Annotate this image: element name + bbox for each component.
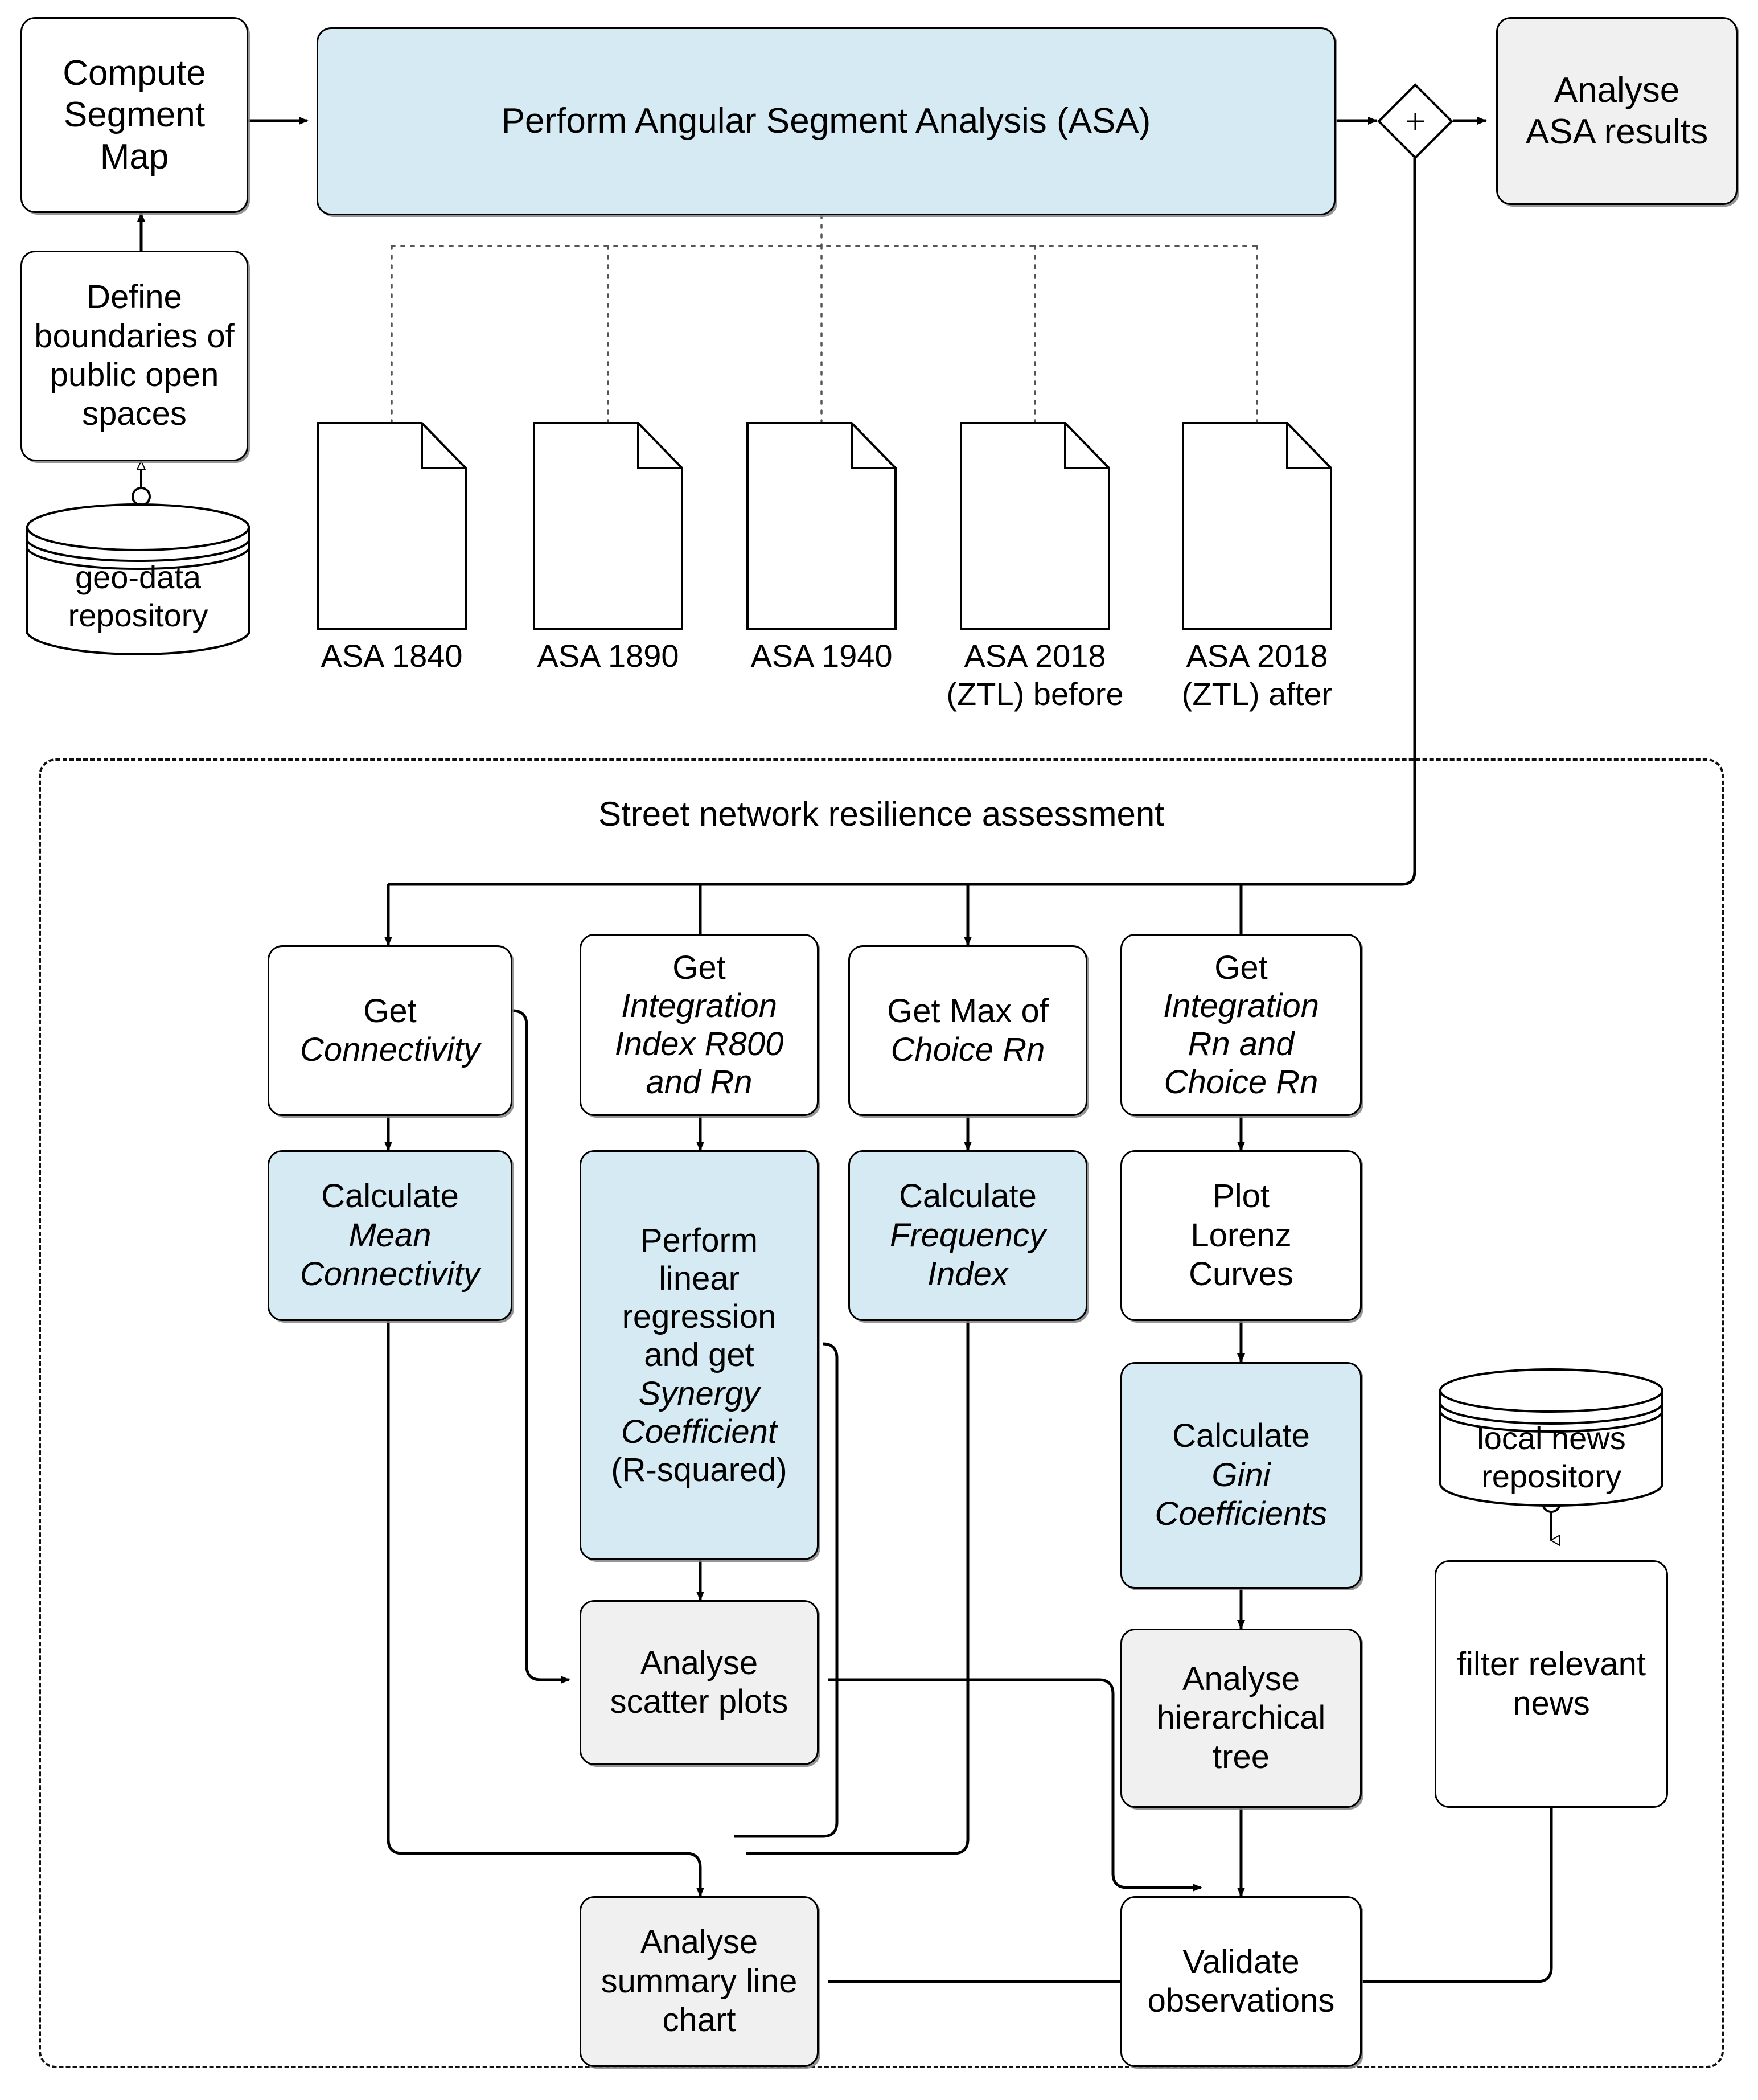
document-label-asa-2018-ztl-before: ASA 2018 (ZTL) before xyxy=(946,638,1124,712)
document-label-asa-2018-ztl-after: ASA 2018 (ZTL) after xyxy=(1181,638,1333,712)
node-calculate-gini-coefficients[interactable]: Calculate Gini Coefficients xyxy=(1120,1362,1362,1589)
node-label-line1: Get xyxy=(672,949,726,986)
node-label-line2: Integration Rn and Choice Rn xyxy=(1163,987,1320,1101)
node-label-line3: (R-squared) xyxy=(611,1451,787,1489)
document-icon xyxy=(746,422,897,630)
node-analyse-scatter-plots[interactable]: Analyse scatter plots xyxy=(580,1600,819,1765)
document-asa-1840[interactable] xyxy=(316,421,467,631)
node-get-connectivity[interactable]: Get Connectivity xyxy=(268,945,512,1116)
node-label-line2: Frequency Index xyxy=(889,1216,1046,1293)
cylinder-icon xyxy=(1439,1368,1663,1507)
node-analyse-hierarchical-tree[interactable]: Analyse hierarchical tree xyxy=(1120,1629,1362,1808)
node-perform-asa[interactable]: Perform Angular Segment Analysis (ASA) xyxy=(317,27,1336,215)
node-label-line1: Calculate xyxy=(899,1178,1037,1215)
node-label-line2: Choice Rn xyxy=(890,1031,1045,1068)
node-label: Analyse hierarchical tree xyxy=(1156,1660,1326,1775)
node-label-line2: Connectivity xyxy=(300,1031,480,1068)
node-label-line2: Integration Index R800 and Rn xyxy=(614,987,784,1101)
document-asa-1940[interactable] xyxy=(746,421,897,631)
node-label: filter relevant news xyxy=(1456,1646,1646,1722)
document-label-asa-1940: ASA 1940 xyxy=(750,638,893,674)
document-label-asa-1890: ASA 1890 xyxy=(537,638,679,674)
node-label: Define boundaries of public open spaces xyxy=(34,278,235,433)
node-label-line1: Calculate xyxy=(321,1178,459,1215)
node-get-integration-rn-choice-rn[interactable]: Get Integration Rn and Choice Rn xyxy=(1120,934,1362,1116)
subprocess-container xyxy=(39,758,1724,2068)
node-perform-linear-regression[interactable]: Perform linear regression and get Synerg… xyxy=(580,1150,819,1560)
node-validate-observations[interactable]: Validate observations xyxy=(1120,1896,1362,2067)
document-icon xyxy=(533,422,683,630)
datastore-local-news-repository[interactable]: local news repository xyxy=(1436,1367,1667,1508)
node-label: Perform Angular Segment Analysis (ASA) xyxy=(501,101,1151,141)
node-plot-lorenz-curves[interactable]: Plot Lorenz Curves xyxy=(1120,1150,1362,1321)
node-label-line1: Get xyxy=(363,992,417,1030)
diamond-icon xyxy=(1377,83,1453,159)
node-label: Plot Lorenz Curves xyxy=(1189,1178,1293,1293)
node-label-line2: Mean Connectivity xyxy=(300,1216,480,1293)
node-label-line2: Synergy Coefficient xyxy=(621,1375,778,1450)
node-label-line1: Get xyxy=(1214,949,1268,986)
gateway-parallel[interactable] xyxy=(1377,83,1453,159)
document-icon xyxy=(1182,422,1332,630)
cylinder-icon xyxy=(26,503,250,655)
node-label: Compute Segment Map xyxy=(63,54,206,177)
node-label-line1: Calculate xyxy=(1172,1417,1310,1455)
node-label-line1: Get Max of xyxy=(887,992,1049,1030)
datastore-label: geo-data repository xyxy=(68,559,208,634)
node-label-line2: Gini Coefficients xyxy=(1155,1456,1328,1533)
node-get-integration-index[interactable]: Get Integration Index R800 and Rn xyxy=(580,934,819,1116)
node-label: Validate observations xyxy=(1147,1943,1335,2019)
document-label-asa-1840: ASA 1840 xyxy=(321,638,463,674)
node-label-line1: Perform linear regression and get xyxy=(622,1221,777,1374)
node-compute-segment-map[interactable]: Compute Segment Map xyxy=(20,17,248,213)
document-icon xyxy=(960,422,1110,630)
node-label: Analyse ASA results xyxy=(1525,70,1708,151)
node-label: Analyse summary line chart xyxy=(601,1923,798,2039)
document-asa-2018-ztl-before[interactable] xyxy=(959,421,1111,631)
subprocess-title: Street network resilience assessment xyxy=(598,795,1164,833)
document-asa-2018-ztl-after[interactable] xyxy=(1181,421,1333,631)
node-filter-relevant-news[interactable]: filter relevant news xyxy=(1435,1560,1668,1808)
document-icon xyxy=(317,422,467,630)
datastore-label: local news repository xyxy=(1477,1420,1626,1495)
node-label: Analyse scatter plots xyxy=(610,1644,788,1720)
node-get-max-of-choice-rn[interactable]: Get Max of Choice Rn xyxy=(848,945,1087,1116)
node-define-boundaries[interactable]: Define boundaries of public open spaces xyxy=(20,251,248,461)
node-analyse-summary-line-chart[interactable]: Analyse summary line chart xyxy=(580,1896,819,2067)
document-asa-1890[interactable] xyxy=(532,421,684,631)
node-analyse-asa-results[interactable]: Analyse ASA results xyxy=(1496,17,1738,205)
node-calculate-mean-connectivity[interactable]: Calculate Mean Connectivity xyxy=(268,1150,512,1321)
node-calculate-frequency-index[interactable]: Calculate Frequency Index xyxy=(848,1150,1087,1321)
datastore-geo-data-repository[interactable]: geo-data repository xyxy=(23,501,253,661)
